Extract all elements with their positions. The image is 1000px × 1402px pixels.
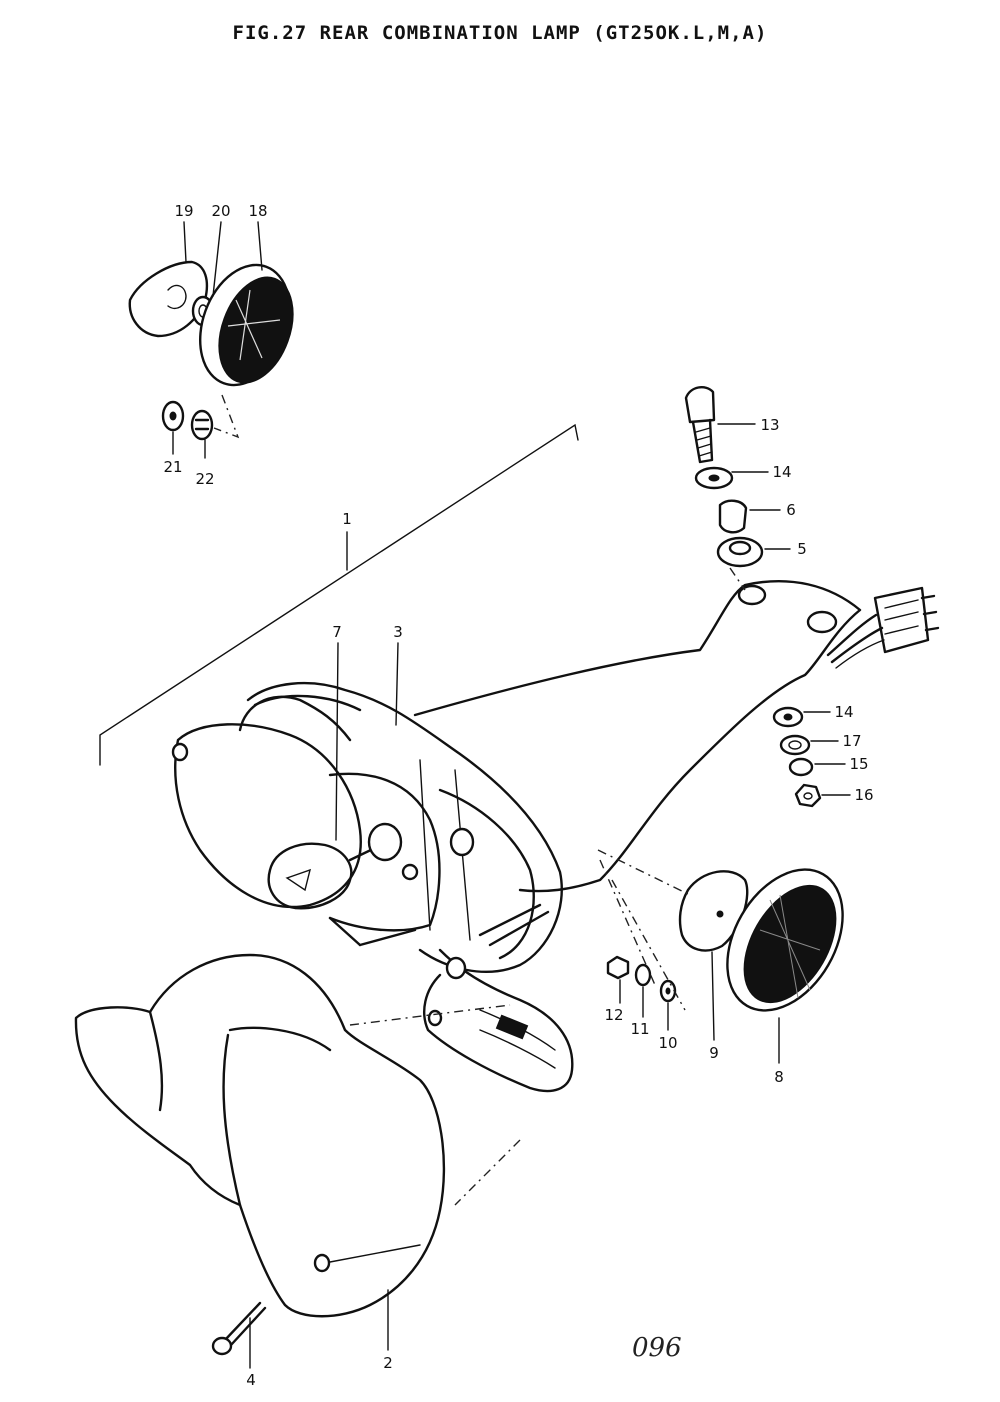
callout-4: 4 [246, 1371, 256, 1389]
callout-1: 1 [342, 510, 352, 528]
right-fasteners [772, 706, 822, 808]
callout-5: 5 [797, 540, 807, 558]
part-4-screw-head [211, 1336, 233, 1356]
part-9-spacer [678, 870, 749, 952]
callout-labels: 1 2 3 4 5 6 7 8 9 10 11 12 13 14 14 15 1… [163, 202, 873, 1389]
part-15-lockwasher [788, 757, 814, 777]
callout-15: 15 [849, 755, 868, 773]
callout-6: 6 [786, 501, 796, 519]
callout-13: 13 [760, 416, 779, 434]
turn-signal-assembly [128, 260, 294, 441]
bulb-socket [367, 822, 403, 862]
callout-20: 20 [211, 202, 230, 220]
part-19-stem [128, 260, 209, 338]
callout-14-upper: 14 [772, 463, 791, 481]
callout-17: 17 [842, 732, 861, 750]
bracket-mount-hole [737, 584, 767, 606]
callout-2: 2 [383, 1354, 393, 1372]
callout-11: 11 [630, 1020, 649, 1038]
callout-14-lower: 14 [834, 703, 853, 721]
part-13-bolt-head [684, 386, 716, 424]
part-22-nut [190, 409, 214, 441]
part-6-collar [718, 499, 748, 534]
figure-title: FIG.27 REAR COMBINATION LAMP (GT25OK.L,M… [232, 22, 768, 44]
callout-22: 22 [195, 470, 214, 488]
callout-12: 12 [604, 1006, 623, 1024]
part-12-nut [606, 955, 630, 980]
assembly-bracket [99, 423, 579, 766]
callout-8: 8 [774, 1068, 784, 1086]
tail-lamp-housing [171, 579, 940, 1093]
part-16-nut [794, 783, 822, 808]
connector-plug [873, 586, 930, 654]
callout-16: 16 [854, 786, 873, 804]
page-number: 096 [632, 1333, 682, 1363]
callout-21: 21 [163, 458, 182, 476]
part-11-lockwasher [634, 963, 652, 987]
part-17-washer [779, 734, 811, 756]
callout-10: 10 [658, 1034, 677, 1052]
mount-bolt-stack [684, 386, 764, 591]
callout-18: 18 [248, 202, 267, 220]
callout-9: 9 [709, 1044, 719, 1062]
part-2-lens [74, 953, 446, 1318]
rear-lens-assembly [74, 953, 521, 1356]
callout-7: 7 [332, 623, 342, 641]
callout-19: 19 [174, 202, 193, 220]
leader-lines [172, 221, 851, 1369]
reflector-assembly [597, 849, 844, 1012]
part-7-bulb [267, 842, 353, 910]
callout-3: 3 [393, 623, 403, 641]
